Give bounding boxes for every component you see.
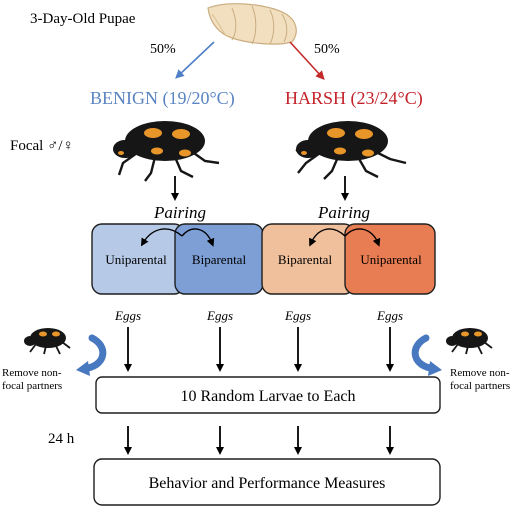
pairing-curve-arrow-left-b — [181, 228, 215, 247]
time-label: 24 h — [48, 431, 75, 447]
pairing-curve-arrow-left-a — [140, 228, 183, 247]
remove-partners-label-right-1: Remove non- — [450, 367, 510, 379]
benign-treatment-boxes: Uniparental Biparental — [91, 223, 264, 295]
focal-beetle-harsh — [295, 121, 407, 180]
remove-partners-label-right-2: focal partners — [450, 380, 510, 392]
pairing-label-benign: Pairing — [153, 203, 206, 222]
remove-partners-label-left-1: Remove non- — [2, 367, 62, 379]
focal-beetle-benign — [113, 121, 220, 182]
pairing-curve-arrow-right-a — [309, 228, 346, 247]
eggs-label-2: Eggs — [206, 308, 233, 323]
remove-curve-arrowhead-right — [428, 361, 442, 376]
measures-box — [93, 458, 441, 506]
larvae-label: 10 Random Larvae to Each — [180, 388, 355, 405]
remove-curve-arrowhead-left — [76, 361, 90, 376]
benign-uniparental-label: Uniparental — [105, 252, 167, 267]
benign-biparental-label: Biparental — [192, 252, 247, 267]
harsh-uniparental-box — [344, 223, 436, 295]
harsh-uniparental-label: Uniparental — [360, 252, 422, 267]
harsh-heading: HARSH (23/24°C) — [285, 88, 423, 109]
eggs-label-4: Eggs — [376, 308, 403, 323]
pupae-illustration — [207, 3, 297, 45]
larvae-box — [95, 376, 441, 414]
harsh-biparental-label: Biparental — [278, 252, 333, 267]
remove-curve-arrow-right — [411, 334, 434, 372]
split-left-percent: 50% — [150, 42, 176, 57]
remove-curve-arrow-left — [84, 334, 107, 372]
removed-partner-beetle-left — [24, 328, 71, 355]
harsh-branch-arrow — [289, 41, 325, 80]
removed-partner-beetle-right — [446, 328, 493, 355]
benign-heading: BENIGN (19/20°C) — [90, 88, 235, 109]
eggs-label-3: Eggs — [284, 308, 311, 323]
pairing-curve-arrow-right-b — [344, 228, 381, 247]
harsh-treatment-boxes: Biparental Uniparental — [261, 223, 436, 295]
pupae-label: 3-Day-Old Pupae — [30, 11, 136, 27]
focal-label: Focal ♂/♀ — [10, 138, 74, 154]
benign-branch-arrow — [175, 41, 215, 79]
remove-partners-label-left-2: focal partners — [2, 380, 62, 392]
eggs-label-1: Eggs — [114, 308, 141, 323]
split-right-percent: 50% — [314, 42, 340, 57]
measures-label: Behavior and Performance Measures — [149, 475, 386, 492]
pairing-label-harsh: Pairing — [317, 203, 370, 222]
